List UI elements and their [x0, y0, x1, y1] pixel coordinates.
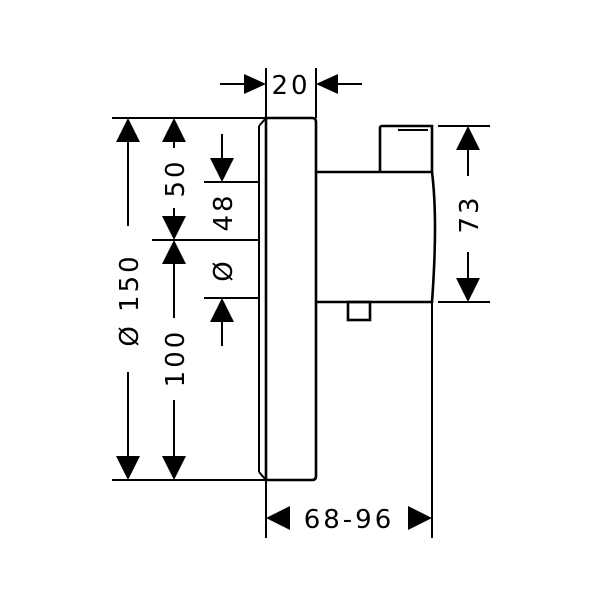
arrow-down-icon — [210, 158, 234, 182]
arrow-right-icon — [244, 74, 266, 94]
arrow-up-icon — [210, 298, 234, 322]
arrow-down-icon — [162, 216, 186, 240]
dimension-upper-height: 50 — [161, 118, 191, 240]
part-outline — [258, 116, 437, 482]
cover-plate-chamfer-top — [258, 117, 267, 127]
arrow-down-icon — [162, 456, 186, 480]
arrow-down-icon — [116, 456, 140, 480]
outlet-nipple — [346, 300, 372, 322]
dim-top-width-label: 20 — [271, 71, 310, 101]
extension-lines — [112, 117, 490, 481]
dimension-lower-height: 100 — [161, 240, 191, 480]
cover-plate — [264, 116, 318, 482]
cover-plate-chamfer-bottom — [258, 471, 267, 481]
dim-body-height-label: 73 — [455, 194, 485, 233]
thermostat-body — [316, 170, 437, 304]
arrow-right-icon — [408, 506, 432, 530]
arrow-up-icon — [162, 240, 186, 264]
dim-lower-height-label: 100 — [161, 329, 191, 388]
arrow-up-icon — [162, 118, 186, 142]
arrow-left-icon — [316, 74, 338, 94]
arrow-down-icon — [456, 278, 480, 302]
dim-spindle-value-label: 48 — [209, 192, 239, 231]
dimension-spindle-diameter: 48 Ø — [209, 134, 239, 346]
arrow-up-icon — [456, 126, 480, 150]
handle — [378, 124, 434, 172]
dimension-top-width: 20 — [220, 68, 362, 118]
dim-upper-height-label: 50 — [161, 158, 191, 197]
dimension-plate-diameter: Ø 150 — [115, 118, 145, 480]
dimension-body-height: 73 — [455, 126, 485, 302]
dim-projection-label: 68-96 — [304, 505, 395, 535]
arrow-up-icon — [116, 118, 140, 142]
dim-plate-diameter-label: Ø 150 — [115, 253, 145, 346]
dim-spindle-symbol-label: Ø — [209, 258, 239, 281]
dimension-projection: 68-96 — [265, 302, 433, 538]
arrow-left-icon — [266, 506, 290, 530]
